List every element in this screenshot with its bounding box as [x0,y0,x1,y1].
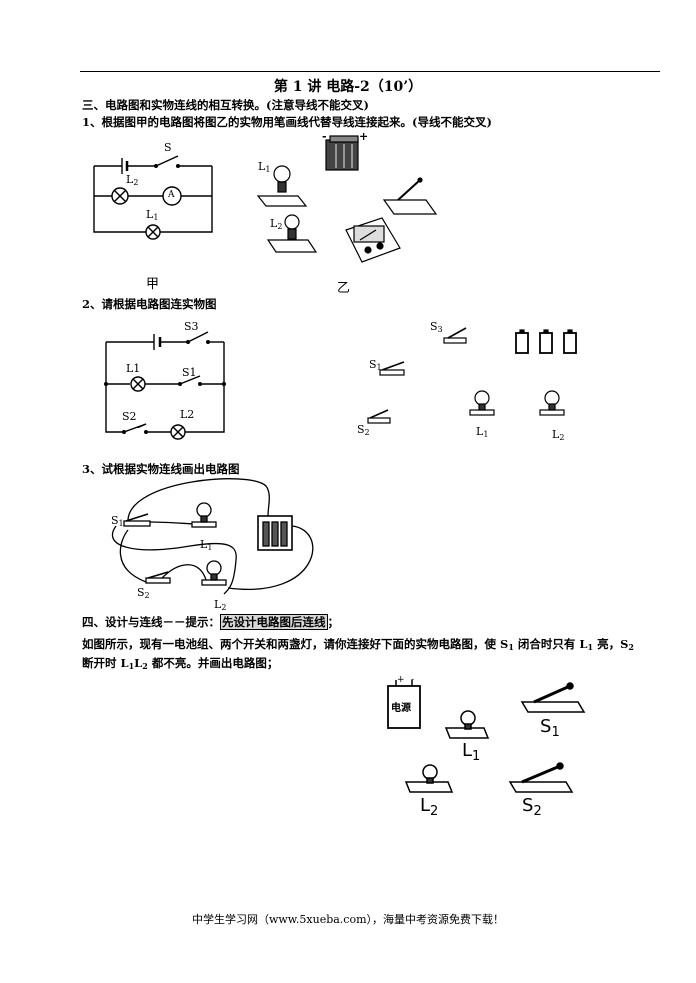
q1-label-s: S [164,141,172,154]
q1-fig-b-label: 乙 [337,281,351,296]
footer-text: 中学生学习网（www.5xueba.com），海量中考资源免费下载！ [191,913,505,926]
q3-text: 3、试根据实物连线画出电路图 [82,462,240,476]
q1-ammeter-label: A [168,190,175,200]
sec4-label-s1: S1 [540,716,560,740]
q1-battery-plus: + [359,130,369,143]
section4-line2: 断开时 L1L2 都不亮。并画出电路图； [82,656,279,671]
q2-obj-s3: S3 [430,320,443,334]
q3-label-s1: S1 [111,514,124,528]
q3-label-s2: S2 [137,586,150,600]
q1-obj-l1: L1 [258,160,271,174]
sec4-label-l1: L1 [462,740,481,764]
q1-text: 1、根据图甲的电路图将图乙的实物用笔画线代替导线连接起来。(导线不能交叉) [82,115,492,129]
q2-obj-s1: S1 [369,358,382,372]
q2-obj-l1: L1 [476,425,489,439]
q2-label-s1: S1 [182,366,197,379]
section4-line1: 如图所示，现有一电池组、两个开关和两盏灯，请你连接好下面的实物电路图，使 S1 … [82,637,634,652]
section3-heading: 三、电路图和实物连线的相互转换。(注意导线不能交叉) [82,98,369,112]
q3-label-l1: L1 [200,538,213,552]
section4-heading: 四、设计与连线－－提示：先设计电路图后连线； [82,614,339,630]
sec4-battery-label: 电源 [391,703,411,714]
q1-battery-minus: - [322,130,327,143]
q2-text: 2、请根据电路图连实物图 [82,297,217,311]
sec4-label-l2: L2 [420,795,439,819]
q1-label-l2: L2 [126,173,139,187]
q3-label-l2: L2 [214,598,227,612]
sec4-battery-minus: - [411,675,415,685]
q2-obj-l2: L2 [552,428,565,442]
header-rule [80,71,660,72]
q1-label-l1: L1 [146,208,159,222]
lesson-title: 第 1 讲 电路-2（10’） [273,79,423,95]
q2-label-l1: L1 [126,362,141,375]
q2-label-s2: S2 [122,410,137,423]
q2-obj-s2: S2 [357,423,370,437]
q2-label-s3: S3 [184,320,199,333]
q2-label-l2: L2 [180,408,195,421]
sec4-battery-plus: + [397,675,405,685]
q1-fig-a-label: 甲 [146,277,160,292]
q1-obj-l2: L2 [270,217,283,231]
sec4-label-s2: S2 [522,795,542,819]
section4-hint-box: 先设计电路图后连线 [220,614,328,630]
